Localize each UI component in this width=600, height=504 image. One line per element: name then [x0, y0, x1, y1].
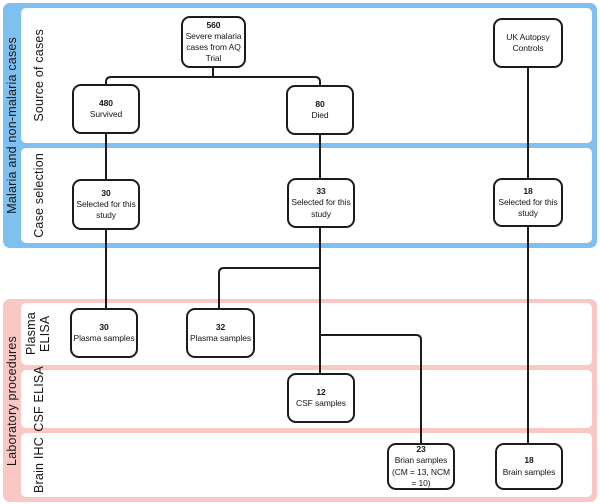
node-count: 23 [416, 444, 426, 455]
connector-branch-to-brain23 [320, 334, 422, 444]
node-uk-autopsy-controls: UK Autopsy Controls [493, 18, 563, 68]
node-label: Survived [89, 109, 123, 119]
node-label: Selected for this study [76, 198, 136, 221]
node-label: Selected for this study [498, 196, 558, 219]
node-died: 80 Died [286, 85, 354, 135]
node-label: Severe malaria cases from AQ Trial [185, 30, 242, 64]
node-count: 32 [215, 321, 226, 332]
node-count: 30 [99, 321, 109, 332]
node-selected-18: 18 Selected for this study [493, 178, 563, 227]
node-label: CSF samples [296, 398, 346, 408]
connector-trial-split [105, 68, 321, 85]
node-selected-33: 33 Selected for this study [287, 178, 355, 228]
node-label: Selected for this study [291, 197, 351, 219]
node-count: 12 [316, 386, 326, 397]
node-count: 560 [206, 19, 221, 30]
node-count: 480 [99, 97, 113, 108]
node-label: Died [311, 110, 329, 120]
node-count: 30 [101, 187, 111, 198]
node-count: 18 [524, 455, 534, 466]
node-label: Brain samples [502, 466, 556, 477]
node-brain-samples-23: 23 Brian samples (CM = 13, NCM = 10) [387, 443, 455, 490]
node-count: 80 [315, 98, 325, 109]
node-count: 18 [523, 185, 533, 196]
connector-branch-to-plasma32 [218, 267, 320, 309]
node-plasma-samples-30: 30 Plasma samples [70, 308, 138, 358]
node-count: 33 [316, 186, 326, 197]
node-severe-malaria-cases: 560 Severe malaria cases from AQ Trial [181, 16, 246, 68]
node-selected-30: 30 Selected for this study [72, 179, 140, 230]
node-label: Plasma samples [73, 333, 135, 343]
node-label: Brian samples (CM = 13, NCM = 10) [392, 455, 450, 488]
node-csf-samples-12: 12 CSF samples [287, 373, 355, 423]
node-brain-samples-18: 18 Brain samples [495, 443, 563, 490]
node-label: Plasma samples [190, 333, 251, 343]
node-survived: 480 Survived [72, 84, 140, 134]
node-label: UK Autopsy Controls [506, 31, 550, 53]
node-plasma-samples-32: 32 Plasma samples [186, 308, 255, 358]
